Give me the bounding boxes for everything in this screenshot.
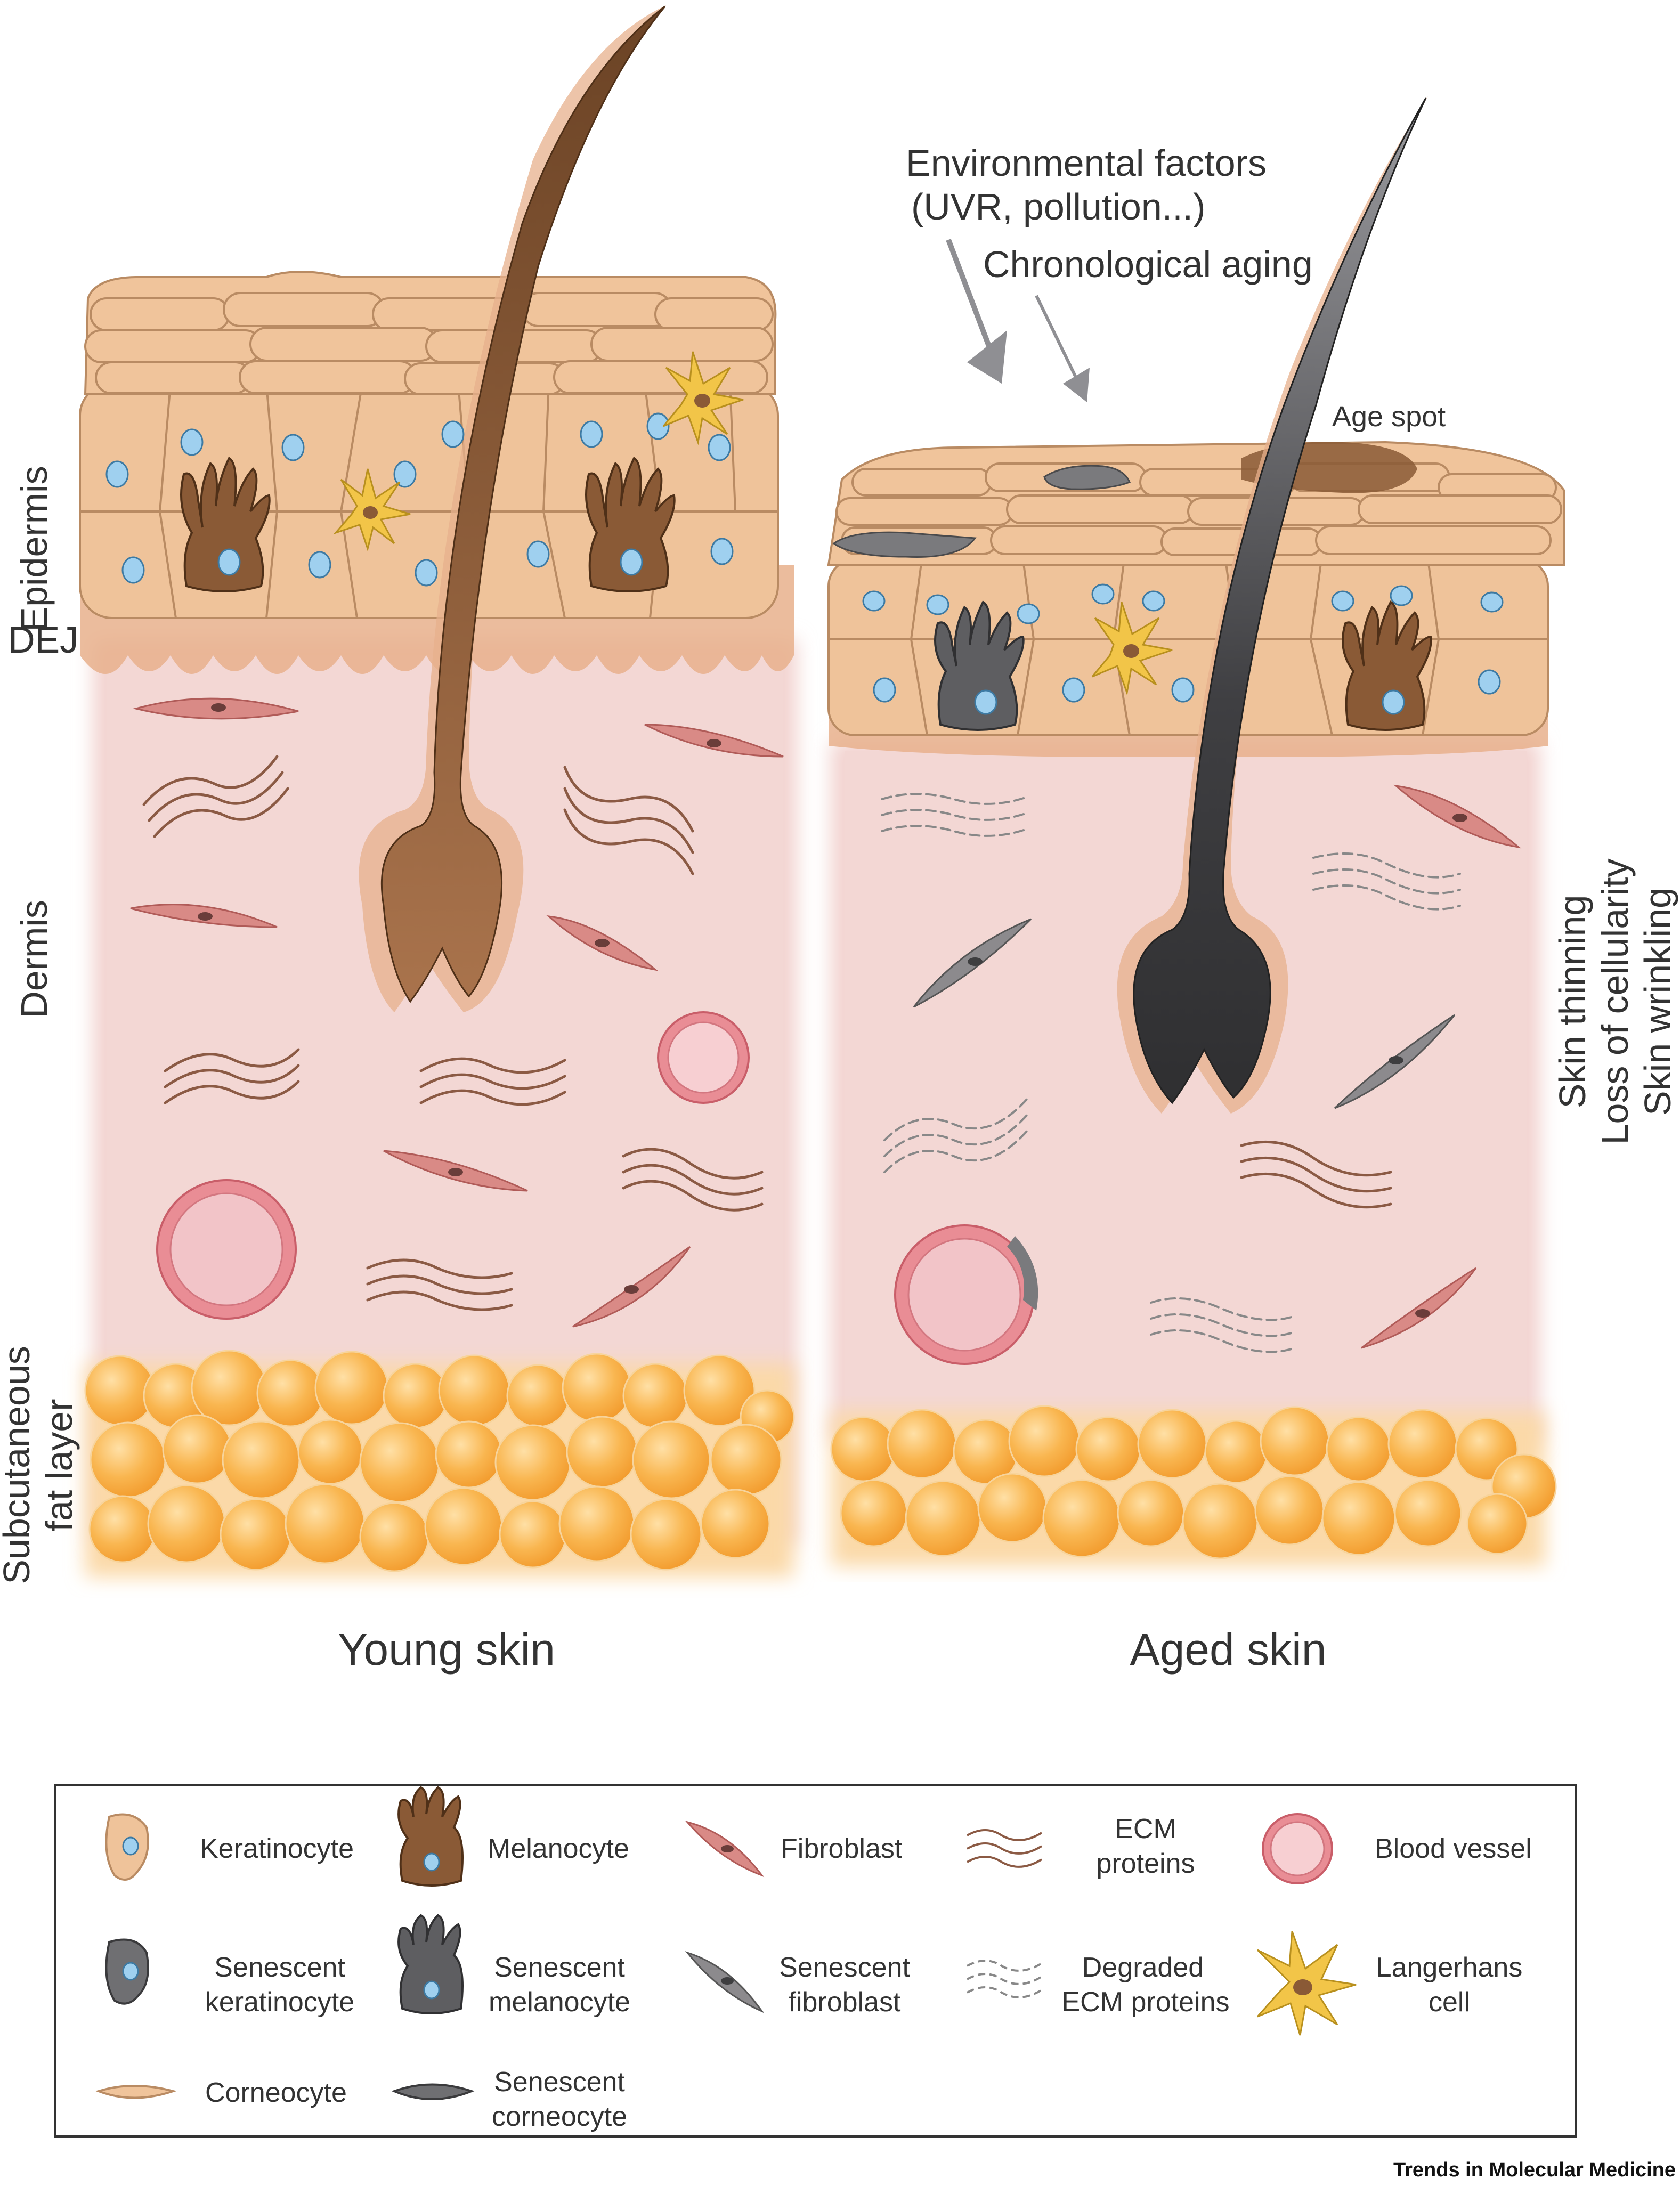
legend-senescent-keratinocyte: Senescent keratinocyte [105, 1938, 354, 2018]
chronological-arrow [1035, 295, 1090, 402]
legend-melanocyte: Melanocyte [397, 1786, 629, 1887]
young-ecm-proteins [142, 755, 764, 1311]
legend-degraded-ecm: Degraded ECM proteins [967, 1952, 1230, 2018]
young-nuclei [105, 412, 734, 587]
environmental-arrow [946, 239, 1007, 384]
fat-layer-label: fat layer [38, 1399, 80, 1532]
legend-degraded-ecm-label-2: ECM proteins [1062, 1987, 1230, 2018]
legend-fibroblast-label: Fibroblast [781, 1833, 903, 1864]
aged-skin-panel [827, 96, 1565, 1566]
young-hair [359, 5, 666, 1012]
aged-nuclei [862, 582, 1504, 703]
aged-langerhans [1091, 602, 1173, 696]
journal-credit: Trends in Molecular Medicine [1393, 2159, 1676, 2181]
legend-senescent-corneocyte: Senescent corneocyte [391, 2067, 627, 2132]
legend-fibroblast: Fibroblast [685, 1821, 903, 1878]
legend-sen-corneocyte-label-1: Senescent [494, 2067, 625, 2098]
chronological-aging-label: Chronological aging [983, 243, 1313, 285]
young-stratum-corneum [84, 271, 777, 395]
aged-ecm-proteins [1240, 1140, 1392, 1209]
legend-sen-melanocyte-label-2: melanocyte [489, 1987, 630, 2018]
aged-skin-title: Aged skin [1130, 1624, 1327, 1675]
effect-skin-thinning: Skin thinning [1552, 895, 1593, 1109]
legend-ecm: ECM proteins [967, 1814, 1195, 1879]
legend-ecm-icon [967, 1829, 1043, 1868]
legend-degraded-ecm-label-1: Degraded [1082, 1952, 1204, 1983]
legend-sen-keratinocyte-label-2: keratinocyte [205, 1987, 354, 2018]
legend-senescent-fibroblast: Senescent fibroblast [685, 1951, 910, 2018]
legend-corneocyte-icon [95, 2085, 177, 2099]
legend-senescent-melanocyte: Senescent melanocyte [397, 1914, 630, 2018]
legend-box [54, 1784, 1577, 2138]
aged-hair [1117, 96, 1428, 1114]
dermis-label: Dermis [13, 900, 55, 1018]
legend-sen-keratinocyte-label-1: Senescent [214, 1952, 345, 1983]
legend-blood-vessel: Blood vessel [1262, 1813, 1532, 1884]
legend-langerhans-label-2: cell [1429, 1987, 1470, 2018]
legend-corneocyte-label: Corneocyte [205, 2077, 347, 2108]
legend-corneocyte: Corneocyte [95, 2077, 347, 2108]
young-langerhans-1 [333, 468, 411, 552]
young-skin-title: Young skin [338, 1624, 555, 1675]
legend-sen-melanocyte-label-1: Senescent [494, 1952, 625, 1983]
legend-melanocyte-label: Melanocyte [488, 1833, 629, 1864]
legend-ecm-label-1: ECM [1115, 1814, 1176, 1844]
dej-label: DEJ [8, 619, 78, 661]
legend-langerhans-label-1: Langerhans [1376, 1952, 1523, 1983]
age-spot-label: Age spot [1332, 401, 1446, 433]
aged-senescent-melanocyte [934, 600, 1025, 731]
environmental-factors-line1: Environmental factors [906, 142, 1267, 184]
effect-skin-wrinkling: Skin wrinkling [1637, 888, 1678, 1116]
legend-sen-fibroblast-label-1: Senescent [779, 1952, 910, 1983]
legend-sen-fibroblast-label-2: fibroblast [789, 1987, 902, 2018]
legend-senescent-melanocyte-icon [397, 1914, 464, 2014]
young-blood-vessel-1 [657, 1011, 750, 1104]
legend-keratinocyte: Keratinocyte [105, 1813, 354, 1881]
aged-senescent-corneocytes [832, 465, 1131, 558]
subcutaneous-label: Subcutaneous [0, 1346, 37, 1584]
young-melanocyte-1 [180, 457, 271, 592]
aged-blood-vessel [894, 1224, 1038, 1365]
legend-keratinocyte-label: Keratinocyte [200, 1833, 354, 1864]
legend-sen-corneocyte-label-2: corneocyte [492, 2101, 627, 2132]
aged-melanocyte [1342, 600, 1432, 731]
legend-blood-vessel-label: Blood vessel [1375, 1833, 1532, 1864]
effect-loss-of-cellularity: Loss of cellularity [1594, 859, 1636, 1145]
legend-degraded-ecm-icon [967, 1960, 1043, 1998]
legend-ecm-label-2: proteins [1097, 1848, 1195, 1879]
young-blood-vessel-2 [156, 1179, 297, 1320]
legend-langerhans: Langerhans cell [1256, 1931, 1523, 2036]
legend-melanocyte-icon [397, 1786, 464, 1887]
young-melanocyte-2 [585, 457, 676, 592]
aged-degraded-ecm [881, 793, 1461, 1353]
young-fibroblast-nuclei [198, 703, 721, 1294]
aged-senescent-fibroblast-nuclei [968, 957, 1403, 1064]
legend: Keratinocyte Melanocyte Fibroblast ECM p… [54, 1784, 1577, 2138]
aged-fat-layer [830, 1405, 1557, 1566]
young-langerhans-2 [662, 351, 744, 445]
legend-senescent-corneocyte-icon [391, 2083, 475, 2100]
young-skin-panel [79, 5, 797, 1577]
young-fat-layer [84, 1350, 795, 1577]
aged-fibroblast-nuclei [1415, 814, 1467, 1318]
epidermis-label: Epidermis [13, 466, 55, 631]
environmental-factors-line2: (UVR, pollution...) [911, 186, 1205, 227]
